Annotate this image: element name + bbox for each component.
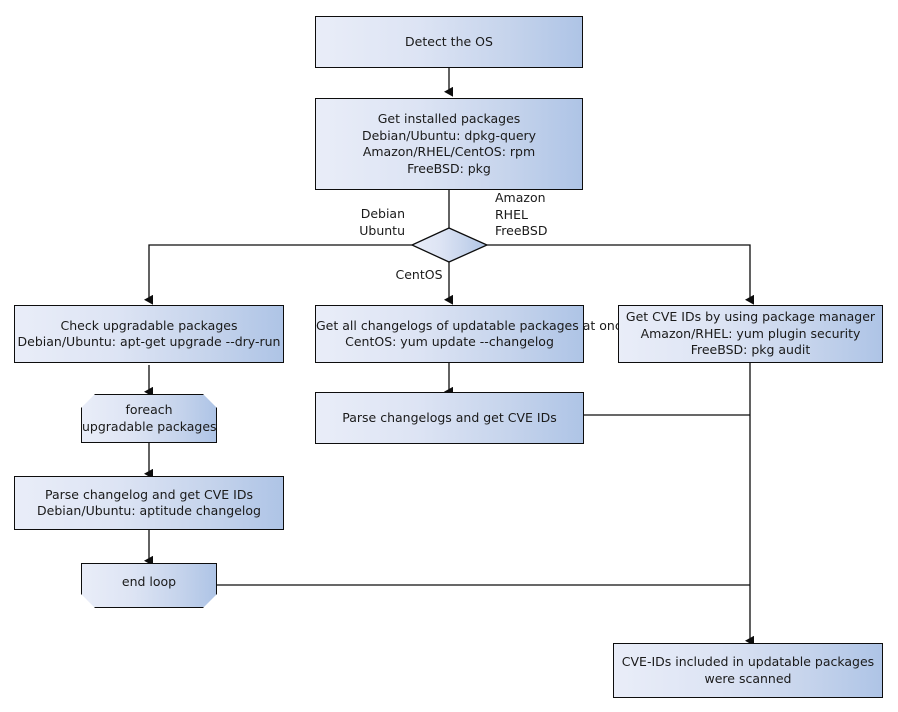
node-foreach-loop-start: foreach upgradable packages — [81, 394, 217, 443]
node-final-line2: were scanned — [704, 670, 792, 686]
node-get-all-changelogs-line1: Get all changelogs of updatable packages… — [316, 317, 630, 333]
node-get-all-changelogs: Get all changelogs of updatable packages… — [315, 305, 630, 363]
node-get-cve-line3: FreeBSD: pkg audit — [690, 342, 811, 358]
node-get-installed-line3: Amazon/RHEL/CentOS: rpm — [362, 144, 536, 159]
node-get-installed-line2: Debian/Ubuntu: dpkg-query — [361, 127, 537, 143]
node-get-installed-line1: Get installed packages — [377, 111, 521, 126]
node-parse-changelogs-all: Parse changelogs and get CVE IDs — [315, 392, 584, 444]
edge-decision-left — [144, 244, 412, 305]
node-final-scanned: CVE-IDs included in updatable packages w… — [613, 643, 883, 698]
node-end-loop: end loop — [81, 563, 217, 608]
node-detect-os-label: Detect the OS — [405, 33, 493, 49]
decision-diamond — [410, 227, 489, 263]
node-parse-changelog-line2: Debian/Ubuntu: aptitude changelog — [37, 503, 261, 518]
node-get-cve-line2: Amazon/RHEL: yum plugin security — [640, 325, 861, 341]
node-foreach-line1: foreach — [125, 402, 173, 417]
node-check-upgradable-line2: Debian/Ubuntu: apt-get upgrade --dry-run — [17, 334, 281, 349]
node-check-upgradable-packages: Check upgradable packages Debian/Ubuntu:… — [14, 305, 284, 363]
edge-decision-right — [487, 244, 754, 305]
node-detect-os: Detect the OS — [315, 16, 583, 68]
node-check-upgradable-line1: Check upgradable packages — [60, 317, 238, 333]
node-parse-changelog-single: Parse changelog and get CVE IDs Debian/U… — [14, 476, 284, 530]
edge-label-centos: CentOS — [395, 267, 443, 282]
node-parse-changelogs-all-label: Parse changelogs and get CVE IDs — [342, 409, 557, 425]
node-get-all-changelogs-line2: CentOS: yum update --changelog — [345, 334, 554, 349]
node-foreach-line2: upgradable packages — [82, 418, 217, 434]
node-final-line1: CVE-IDs included in updatable packages — [621, 654, 875, 669]
node-end-loop-label: end loop — [121, 574, 177, 590]
node-get-cve-ids-package-manager: Get CVE IDs by using package manager Ama… — [618, 305, 883, 363]
node-get-installed-line4: FreeBSD: pkg — [407, 160, 491, 176]
node-get-installed-packages: Get installed packages Debian/Ubuntu: dp… — [315, 98, 583, 190]
node-parse-changelog-line1: Parse changelog and get CVE IDs — [45, 486, 253, 502]
node-get-cve-line1: Get CVE IDs by using package manager — [625, 309, 876, 325]
